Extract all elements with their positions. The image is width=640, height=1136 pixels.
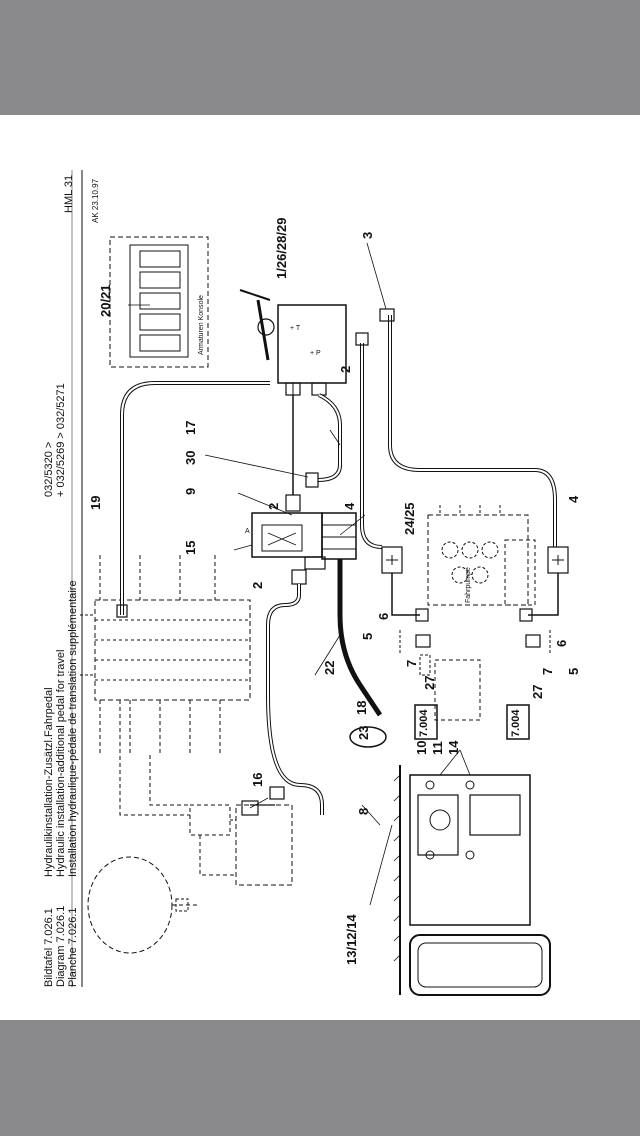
label-3: 3 [360,232,375,239]
label-2-upper: 2 [266,503,281,510]
console-frame [109,236,209,368]
label-4-lower: 4 [566,495,581,503]
label-8: 8 [356,808,371,815]
diagram-sheet: + T + P A [0,115,640,1020]
svg-text:A: A [245,528,250,535]
label-13-12-14: 13/12/14 [344,914,359,965]
label-16: 16 [250,773,265,787]
serial-2: + 032/5269 > 032/5271 [55,383,67,497]
label-18: 18 [354,701,369,715]
header-line3-text: Installation hydraulique-pédale de trans… [67,580,79,877]
label-7-lower: 7 [540,668,555,675]
sheet-id: HML 31 [63,175,75,213]
dashed-link-2 [149,755,190,806]
dashed-valve-block [235,804,293,886]
dashed-valve-small [189,804,231,836]
hydraulic-diagram: + T + P A [43,170,581,996]
label-9: 9 [183,488,198,495]
label-11: 11 [430,741,445,755]
hose-22 [337,559,383,717]
ref-box-b-text: 7.004 [510,709,522,737]
hose-17 [317,393,342,482]
label-22: 22 [322,661,337,675]
component-24-25 [321,512,357,560]
console-panel [129,244,189,358]
label-15: 15 [183,541,198,555]
hose-19-fitting [116,604,128,618]
label-2-pedal: 2 [338,366,353,373]
label-5-upper: 5 [360,633,375,640]
label-27-upper: 27 [422,676,437,690]
label-19: 19 [88,496,103,510]
pedal-valve-body [277,304,347,384]
ref-box-a-text: 7.004 [418,709,430,737]
dashed-link-1 [199,835,236,876]
elbow-3 [379,308,395,322]
label-6-upper: 6 [376,613,391,620]
label-5-lower: 5 [566,668,581,675]
header-line2-key: Diagram 7.026.1 [55,906,67,987]
label-30: 30 [183,451,198,465]
label-20-21: 20/21 [98,284,113,317]
bottom-frame-band [0,1020,640,1136]
pedal-lever [256,299,270,361]
accumulator-shape [87,856,173,954]
fitting-27b [525,634,541,648]
header-line1-text: Hydraulikinstallation-Zusätzl.Fahrpedal [43,687,55,877]
date-code: AK 23.10.97 [91,178,100,223]
fitting-2-lower [291,569,307,585]
label-4-upper: 4 [342,502,357,510]
dashed-manifold [94,599,251,701]
ref-box-a [414,704,438,740]
console-label: Armaturen Konsole [198,295,205,355]
label-17: 17 [183,421,198,435]
svg-text:+ P: + P [310,350,321,357]
fitting-27a [415,634,431,648]
label-23: 23 [356,726,371,740]
clamp-23 [349,726,387,748]
label-2-lower: 2 [250,582,265,589]
label-6-lower: 6 [554,640,569,647]
fitting-2-upper [285,494,301,512]
top-frame-band [0,0,640,115]
header-line2-text: Hydraulic installation-additional pedal … [55,650,67,877]
travel-pump-block [427,514,529,606]
ref-box-b [506,704,530,740]
label-7-upper: 7 [404,660,419,667]
accumulator-fitting [175,898,189,912]
svg-text:+ T: + T [290,325,301,332]
fitting-30 [305,472,319,488]
label-14: 14 [446,740,461,755]
hose-18 [266,584,324,815]
label-10: 10 [414,741,429,755]
header-line1-key: Bildtafel 7.026.1 [43,908,55,987]
hose-4-upper [360,343,383,549]
fitting-16 [241,800,259,816]
tank-body [409,934,551,996]
label-1-26-28-29: 1/26/28/29 [274,218,289,279]
label-24-25: 24/25 [402,502,417,535]
label-27-lower: 27 [530,685,545,699]
header-line3-key: Planche 7.026.1 [67,907,79,987]
pump-label: Fahrpumpe [465,567,472,603]
hose-19 [120,381,270,615]
serial-1: 032/5320 > [43,442,55,497]
